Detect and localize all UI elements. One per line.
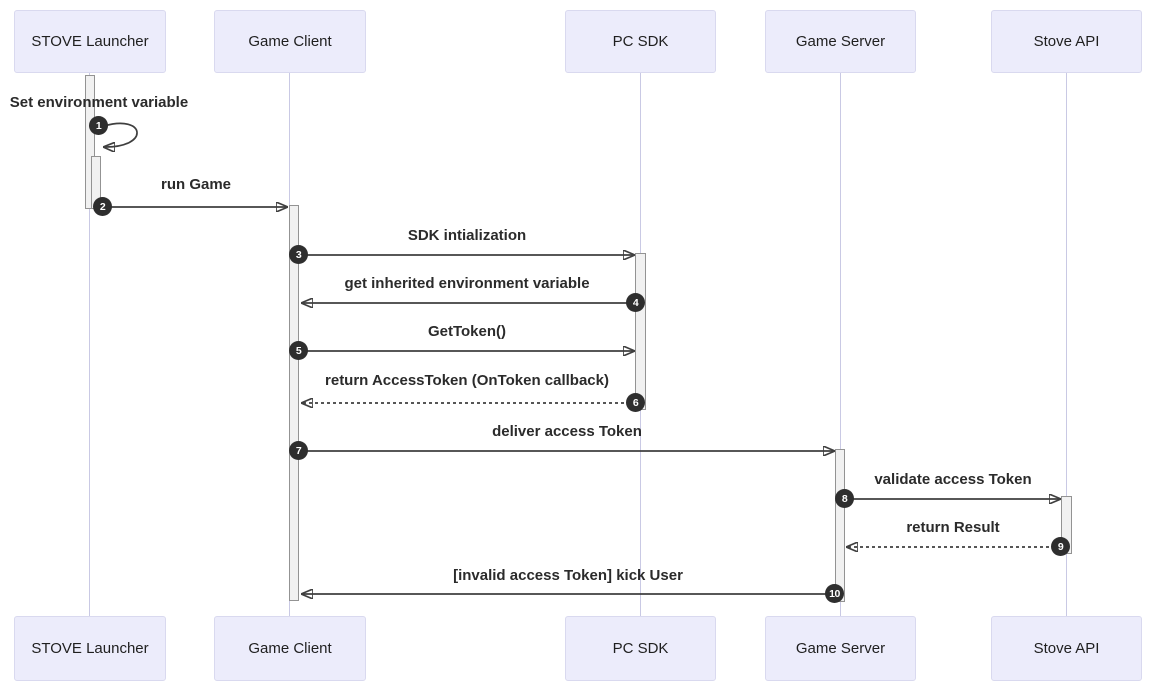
message-label-7: deliver access Token [492,423,642,440]
sequence-number-badge-4: 4 [626,293,645,312]
message-label-3: SDK intialization [407,227,527,244]
actor-box-game-client-top: Game Client [214,10,366,73]
message-label-4: get inherited environment variable [344,275,590,292]
message-label-10: [invalid access Token] kick User [453,567,683,584]
message-label-8: validate access Token [874,471,1032,488]
lifeline-game-server [840,73,841,616]
actor-box-pc-sdk-top: PC SDK [565,10,716,73]
message-arrow-1-self-loop [104,122,138,147]
message-label-1: Set environment variable [9,94,189,111]
message-label-2: run Game [160,176,232,193]
activation-bar-stove-launcher [85,75,95,209]
message-label-9: return Result [906,519,1000,536]
activation-bar-game-client [289,205,299,601]
actor-box-game-server-top: Game Server [765,10,916,73]
lifeline-stove-api [1066,73,1067,616]
sequence-number-badge-10: 10 [825,584,844,603]
activation-bar-game-server [835,449,845,602]
actor-box-stove-api-bottom: Stove API [991,616,1142,681]
actor-box-game-server-bottom: Game Server [765,616,916,681]
sequence-number-badge-7: 7 [289,441,308,460]
sequence-number-badge-9: 9 [1051,537,1070,556]
actor-box-pc-sdk-bottom: PC SDK [565,616,716,681]
sequence-number-badge-2: 2 [93,197,112,216]
sequence-number-badge-6: 6 [626,393,645,412]
sequence-number-badge-3: 3 [289,245,308,264]
sequence-number-badge-8: 8 [835,489,854,508]
lifeline-stove-launcher [89,73,90,616]
actor-box-stove-api-top: Stove API [991,10,1142,73]
actor-box-stove-launcher-bottom: STOVE Launcher [14,616,166,681]
sequence-number-badge-5: 5 [289,341,308,360]
activation-bar-pc-sdk [635,253,646,410]
actor-box-game-client-bottom: Game Client [214,616,366,681]
sequence-number-badge-1: 1 [89,116,108,135]
message-label-5: GetToken() [427,323,507,340]
message-label-6: return AccessToken (OnToken callback) [325,372,609,389]
actor-box-stove-launcher-top: STOVE Launcher [14,10,166,73]
